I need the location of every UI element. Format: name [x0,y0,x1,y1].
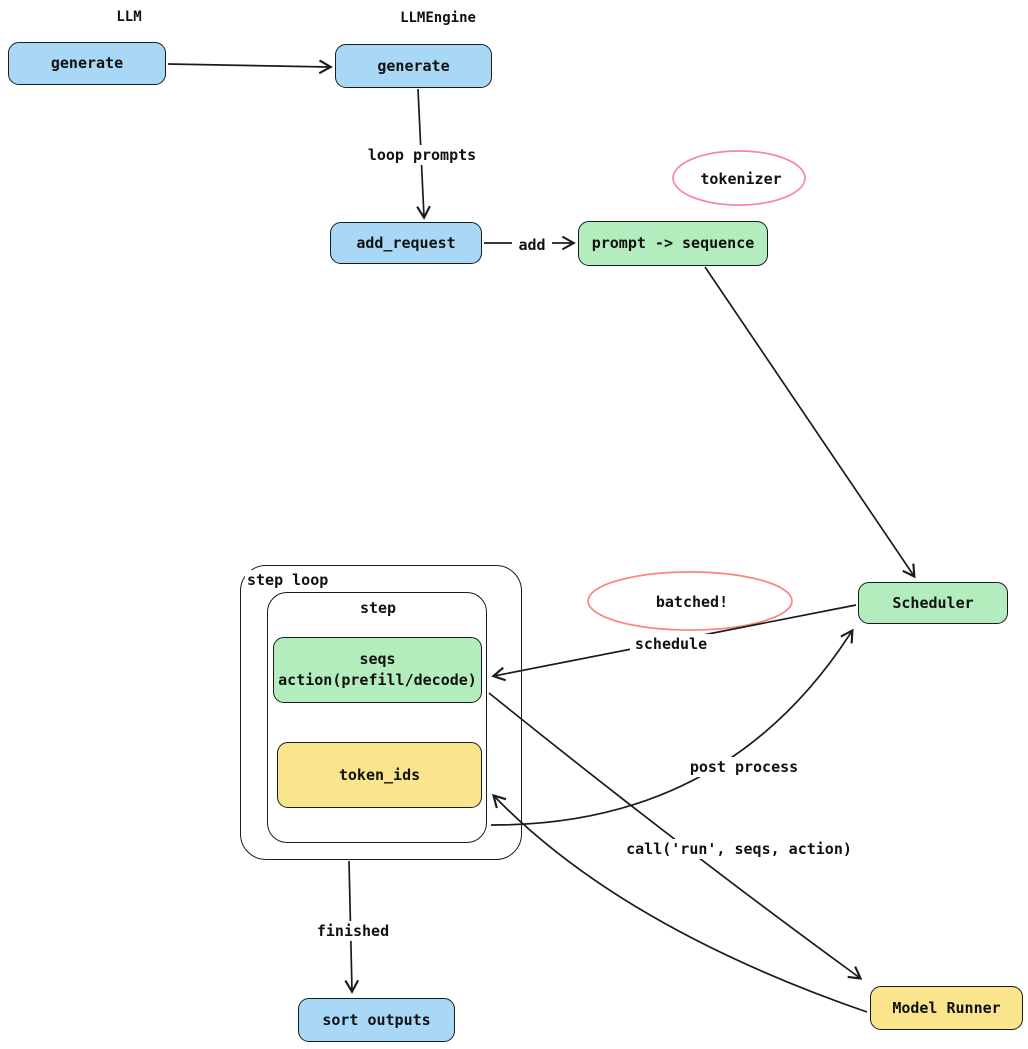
node-add-request: add_request [330,222,482,264]
node-model-runner: Model Runner [870,986,1023,1030]
edge-label-post-process: post process [687,757,801,777]
node-llm-generate-label: generate [50,54,124,72]
edge-label-call-run: call('run', seqs, action) [622,839,856,859]
node-sort-outputs: sort outputs [298,998,455,1042]
batched-annotation: batched! [655,593,729,611]
node-seqs: seqs action(prefill/decode) [273,637,482,703]
node-sort-outputs-label: sort outputs [322,1010,431,1029]
node-scheduler: Scheduler [858,582,1008,624]
node-llm-generate: generate [8,42,166,85]
node-scheduler-label: Scheduler [892,593,974,612]
node-prompt-sequence-label: prompt -> sequence [591,234,755,252]
llm-engine-section-title: LLMEngine [400,10,476,26]
llm-section-title: LLM [116,9,142,25]
edge-label-add: add [512,235,552,255]
step-container [267,592,487,843]
step-loop-title: step loop [245,570,331,590]
edge-runner-to-token-ids [491,793,868,1013]
node-add-request-label: add_request [356,233,456,252]
step-title: step [359,599,397,617]
edge-label-schedule: schedule [630,634,712,654]
edge-post-process [490,628,854,826]
node-engine-generate-label: generate [377,56,450,75]
node-engine-generate: generate [335,44,492,88]
tokenizer-annotation: tokenizer [700,170,782,188]
edge-call-run [488,692,863,980]
node-prompt-sequence: prompt -> sequence [578,221,768,266]
edge-sequence-to-scheduler [704,266,916,579]
node-token-ids: token_ids [277,742,482,808]
node-model-runner-label: Model Runner [892,998,1001,1017]
node-token-ids-label: token_ids [338,765,421,784]
edge-generate-to-generate [167,59,333,75]
node-seqs-label-line1: seqs [359,650,396,668]
edge-label-loop-prompts: loop prompts [363,145,481,165]
edge-label-finished: finished [313,921,393,941]
node-seqs-label-line2: action(prefill/decode) [278,671,477,689]
